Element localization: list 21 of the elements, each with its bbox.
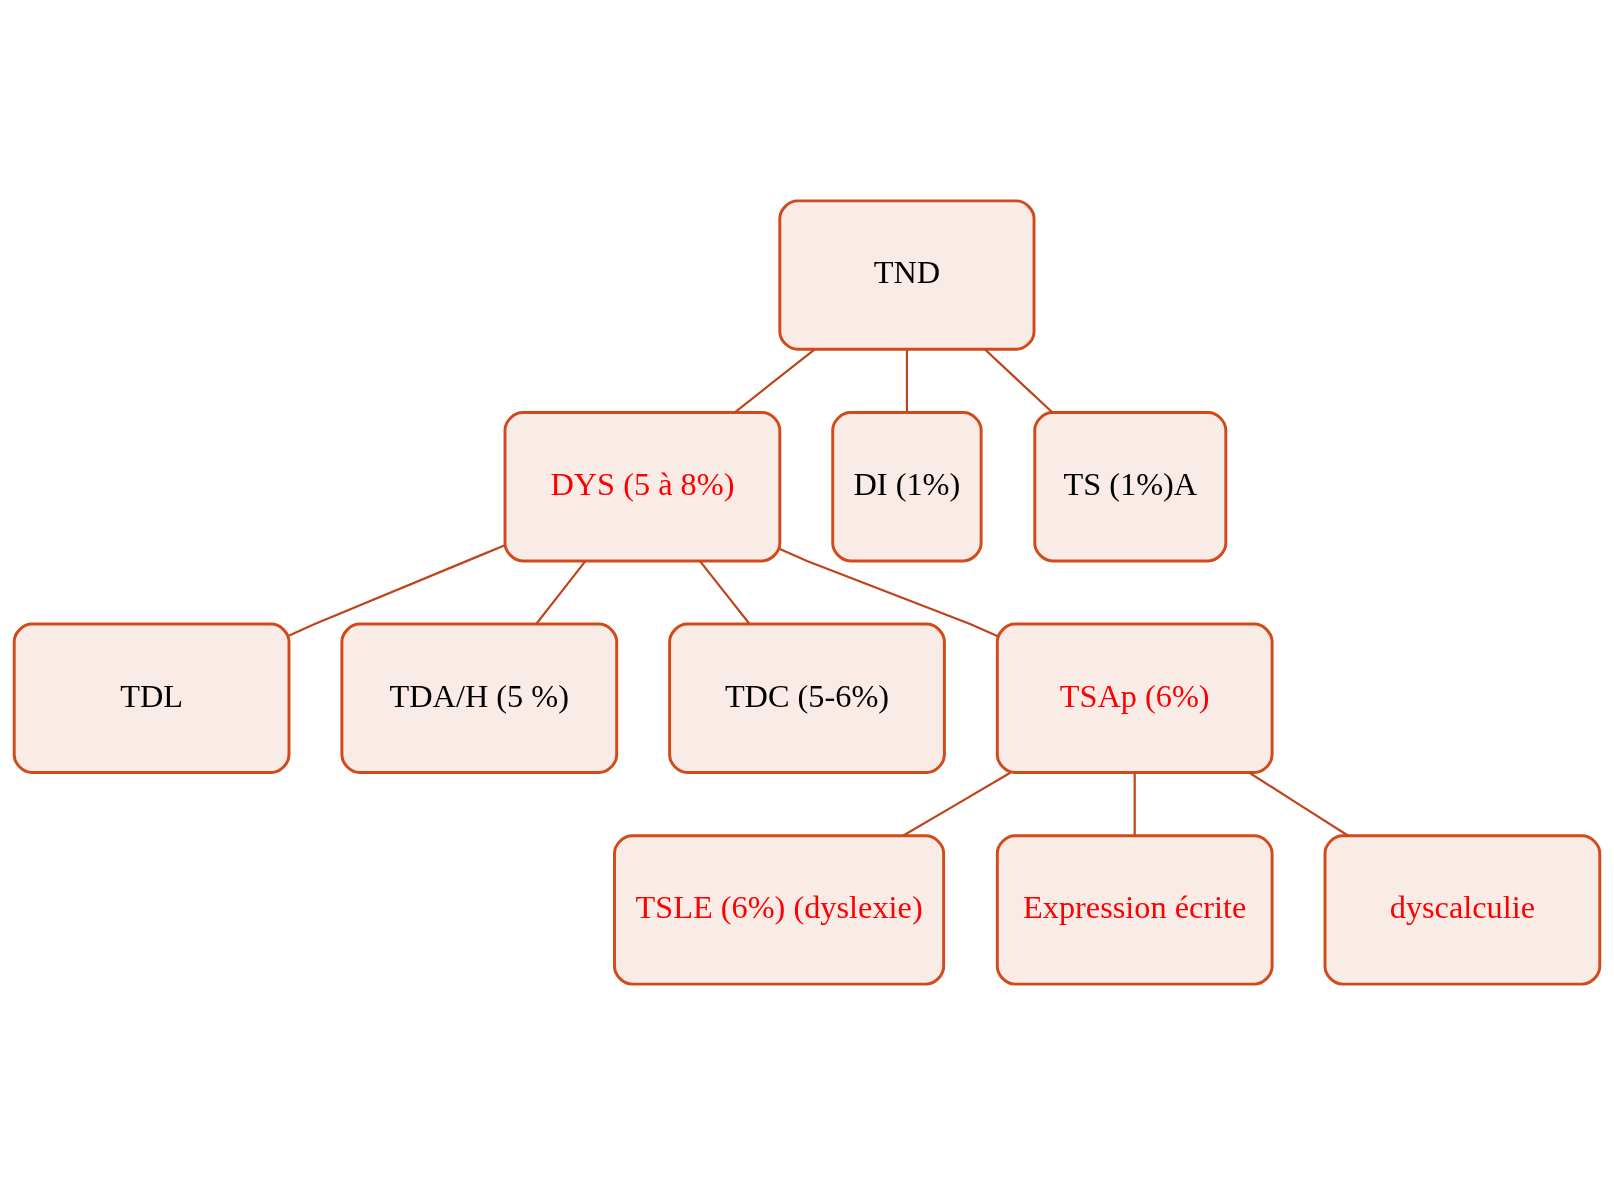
connector: [699, 559, 751, 624]
connector: [905, 349, 909, 412]
connector: [734, 348, 816, 413]
node-box: TS (1%)A: [1033, 410, 1228, 562]
connector: [984, 348, 1053, 413]
connector: [1248, 771, 1349, 836]
connector: [902, 771, 1011, 836]
connector: [1133, 772, 1136, 835]
node-box: TND: [778, 198, 1036, 351]
node-box: TDA/H (5 %): [340, 622, 619, 774]
connector: [779, 547, 998, 637]
connector: [288, 543, 506, 636]
node-box: TDC (5-6%): [668, 622, 946, 774]
node-box: DYS (5 à 8%): [503, 410, 782, 562]
node-box: DI (1%): [831, 410, 983, 562]
node-box: TSLE (6%) (dyslexie): [613, 833, 946, 986]
node-box: TDL: [12, 622, 291, 774]
node-box: TSAp (6%): [995, 622, 1274, 774]
node-box: dyscalculie: [1323, 833, 1602, 986]
node-box: Expression écrite: [995, 833, 1274, 986]
connector: [535, 559, 587, 624]
